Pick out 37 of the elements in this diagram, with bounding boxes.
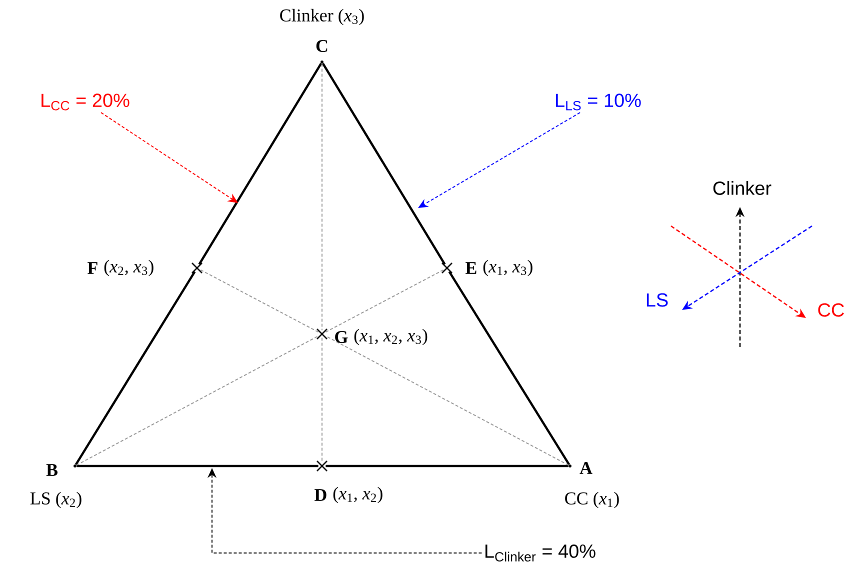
- cross-mark: [316, 328, 328, 340]
- cross-mark: [191, 262, 203, 274]
- coordinate-label: (x$_{2}$, x$_{3}$): [104, 260, 154, 276]
- coordinate-label: (x$_{1}$, x$_{2}$): [333, 486, 382, 504]
- percentage-label: L$_{LS}$ = 10%: [556, 94, 641, 110]
- triangle-side: [76, 464, 318, 468]
- dotted-line: [76, 335, 319, 466]
- triangle-vertex: [320, 60, 324, 64]
- triangle-side: [326, 464, 568, 468]
- vertex-label: LS (x$_{2}$): [30, 492, 82, 508]
- triangle-vertex: [568, 464, 572, 468]
- point-letter: G: [335, 330, 348, 344]
- percentage-label: L$_{Clinker}$ = 40%: [486, 544, 596, 562]
- dotted-line: [325, 269, 444, 333]
- dotted-line: [325, 335, 569, 466]
- vertex-label: CC (x$_{1}$): [565, 492, 619, 508]
- axis-label: LS: [646, 293, 668, 307]
- triangle-vertex: [74, 464, 76, 468]
- point-letter: E: [466, 262, 476, 274]
- axis-label: CC: [818, 303, 844, 317]
- triangle-side: [74, 271, 196, 466]
- cross-mark: [441, 262, 453, 274]
- coordinate-label: (x$_{1}$, x$_{2}$, x$_{3}$): [354, 328, 428, 346]
- triangle-side: [322, 62, 446, 265]
- point-letter: F: [88, 262, 98, 274]
- cross-mark: [316, 460, 328, 472]
- point-letter: C: [316, 40, 328, 52]
- axis-label: Clinker: [713, 181, 772, 195]
- coordinate-label: (x$_{1}$, x$_{3}$): [483, 260, 532, 276]
- dotted-line: [200, 269, 319, 333]
- point-letter: D: [314, 489, 326, 501]
- vertex-label: Clinker (x$_{3}$): [280, 8, 364, 26]
- point-letter: A: [580, 462, 592, 474]
- point-letter: B: [46, 464, 58, 476]
- percentage-label: L$_{CC}$ = 20%: [42, 94, 130, 110]
- triangle-side: [448, 271, 570, 466]
- triangle-side: [198, 62, 322, 265]
